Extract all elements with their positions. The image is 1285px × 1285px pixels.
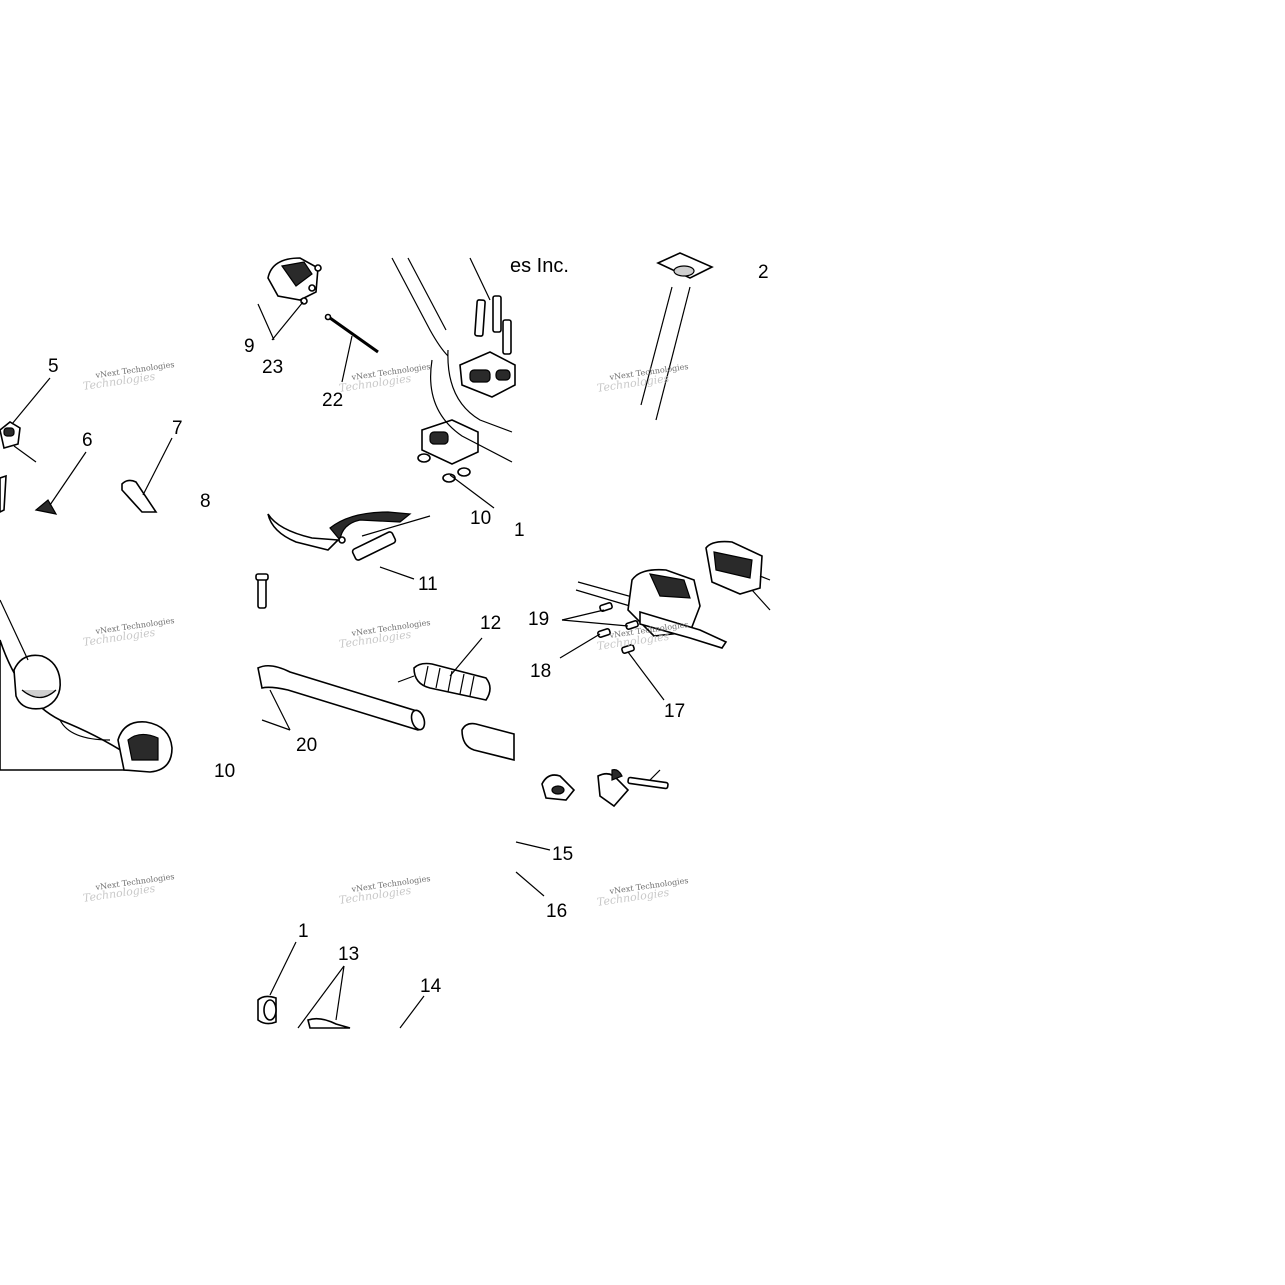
watermark: Technologies vNext Technologies: [338, 618, 431, 651]
watermark: Technologies vNext Technologies: [596, 876, 689, 909]
hand-guard: [0, 599, 173, 773]
callout-18: 18: [530, 661, 551, 682]
callout-12: 12: [480, 613, 501, 634]
watermark: Technologies vNext Technologies: [82, 360, 175, 393]
callout-8: 8: [200, 491, 211, 512]
switch-housing: [257, 257, 322, 341]
watermark: Technologies vNext Technologies: [338, 362, 431, 395]
grip-12: [397, 637, 491, 701]
handlebar-clamp-assembly: [391, 257, 516, 509]
callout-14: 14: [420, 976, 442, 997]
watermark: Technologies vNext Technologies: [596, 362, 689, 395]
grip-tube-7: [121, 437, 173, 513]
callout-1b: 1: [298, 921, 309, 942]
bolt-left: [255, 573, 269, 609]
callout-20: 20: [296, 735, 317, 756]
callouts: 2 5 6 7 8 9 23 22 10 1 11 12 19 18 17 20…: [48, 262, 769, 997]
handlebar-20: [257, 664, 426, 731]
callout-23: 23: [262, 357, 283, 378]
callout-5: 5: [48, 356, 59, 377]
callout-10b: 10: [214, 761, 235, 782]
left-housing: [0, 377, 87, 515]
bar-tube-bottom: [257, 941, 425, 1029]
callout-17: 17: [664, 701, 685, 722]
bar-end: [461, 722, 515, 762]
screws-19-18-17: [559, 602, 665, 701]
callout-7: 7: [172, 418, 183, 439]
callout-9: 9: [244, 336, 255, 357]
brake-master-cylinder: [575, 540, 771, 649]
callout-15: 15: [552, 844, 573, 865]
watermark: Technologies vNext Technologies: [338, 874, 431, 907]
pin-22: [324, 313, 379, 383]
callout-16: 16: [546, 901, 567, 922]
grip-heater-11: [267, 511, 431, 580]
watermark: Technologies vNext Technologies: [82, 616, 175, 649]
header-fragment: es Inc.: [510, 255, 569, 277]
callout-1: 1: [514, 520, 525, 541]
callout-19: 19: [528, 609, 549, 630]
callout-10: 10: [470, 508, 491, 529]
callout-6: 6: [82, 430, 93, 451]
throttle-parts: [515, 769, 669, 897]
callout-2: 2: [758, 262, 769, 283]
callout-22: 22: [322, 390, 343, 411]
callout-11: 11: [418, 574, 438, 595]
steering-column: [640, 252, 714, 421]
watermark: Technologies vNext Technologies: [82, 872, 175, 905]
callout-13: 13: [338, 944, 359, 965]
